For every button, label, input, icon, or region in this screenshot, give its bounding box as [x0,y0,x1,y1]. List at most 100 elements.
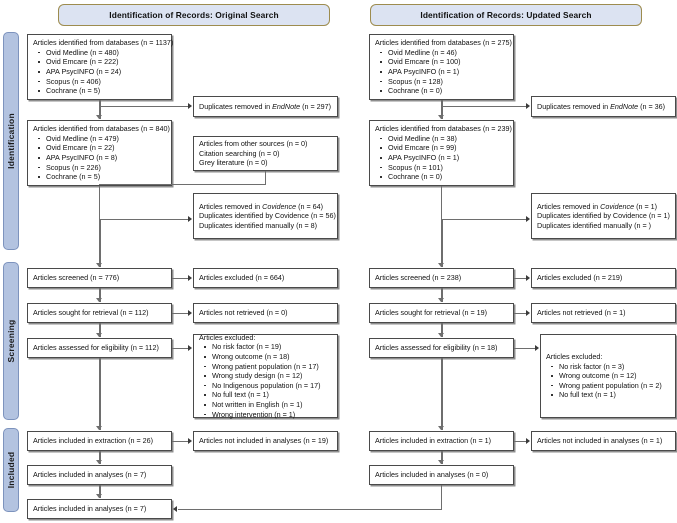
arrow-right [188,103,192,109]
connector-horizontal [99,219,189,220]
arrow-right [188,216,192,222]
box-updated-covidence: Articles removed in Covidence (n = 1) Du… [531,193,676,239]
source-list: Ovid Medline (n = 480) Ovid Emcare (n = … [33,48,166,96]
list-item: APA PsycINFO (n = 8) [33,153,166,163]
list-item: Cochrane (n = 5) [33,86,166,96]
box-text: Articles screened (n = 776) [33,273,120,283]
connector-vertical [441,323,443,337]
arrow-down [438,263,444,267]
connector-vertical [441,100,443,107]
arrow-down [96,115,102,119]
box-updated-excluded-screened: Articles excluded (n = 219) [531,268,676,288]
arrow-down [96,494,102,498]
box-updated-sought: Articles sought for retrieval (n = 19) [369,303,514,323]
box-updated-not-retrieved: Articles not retrieved (n = 1) [531,303,676,323]
connector-vertical [99,451,101,464]
phase-label-identification: Identification [6,113,16,169]
list-item: Ovid Medline (n = 480) [33,48,166,58]
arrow-down [96,460,102,464]
list-item: Wrong patient population (n = 2) [546,381,670,391]
box-text: Articles removed in Covidence (n = 1) [537,201,658,211]
box-text: Duplicates identified by Covidence (n = … [199,211,336,221]
box-updated-extraction: Articles included in extraction (n = 1) [369,431,514,451]
list-item: Not written in English (n = 1) [199,400,332,410]
list-item: No risk factor (n = 19) [199,342,332,352]
box-updated-after-dedup: Articles identified from databases (n = … [369,120,514,186]
box-text: Articles assessed for eligibility (n = 1… [375,343,498,353]
arrow-down [438,426,444,430]
source-list: Ovid Medline (n = 38) Ovid Emcare (n = 9… [375,134,508,182]
arrow-right [526,310,530,316]
list-item: Wrong outcome (n = 12) [546,371,670,381]
box-text: Articles excluded (n = 219) [537,273,623,283]
connector-horizontal [99,106,188,107]
list-item: Cochrane (n = 5) [33,172,166,182]
connector-vertical [441,485,442,509]
arrow-down [438,298,444,302]
box-text: Articles sought for retrieval (n = 19) [375,308,488,318]
box-text: Duplicates identified manually (n = ) [537,220,652,230]
arrow-down [96,333,102,337]
arrow-right [526,216,530,222]
arrow-right [188,275,192,281]
phase-label-included: Included [6,451,16,489]
box-original-sought: Articles sought for retrieval (n = 112) [27,303,172,323]
connector-vertical [441,358,443,430]
column-header-updated-label: Identification of Records: Updated Searc… [420,10,592,20]
box-original-analyses: Articles included in analyses (n = 7) [27,465,172,485]
reason-list: No risk factor (n = 3) Wrong outcome (n … [546,362,670,400]
source-list: Ovid Medline (n = 46) Ovid Emcare (n = 1… [375,48,508,96]
box-text: Grey literature (n = 0) [199,158,268,168]
box-title: Articles excluded: [546,352,603,362]
column-header-original-search: Identification of Records: Original Sear… [58,4,330,26]
box-title: Articles identified from databases (n = … [33,38,174,48]
arrow-down [96,298,102,302]
box-text: Articles included in analyses (n = 7) [33,504,147,514]
connector-vertical [441,451,443,464]
box-updated-analyses: Articles included in analyses (n = 0) [369,465,514,485]
reason-list: No risk factor (n = 19) Wrong outcome (n… [199,342,332,419]
box-text: Articles screened (n = 238) [375,273,462,283]
box-text: Articles sought for retrieval (n = 112) [33,308,149,318]
connector-horizontal [172,313,188,314]
connector-horizontal [172,441,188,442]
box-updated-assessed: Articles assessed for eligibility (n = 1… [369,338,514,358]
connector-horizontal [172,348,188,349]
arrow-down [438,333,444,337]
box-text: Duplicates identified manually (n = 8) [199,220,318,230]
connector-vertical [99,100,101,107]
box-text: Duplicates identified by Covidence (n = … [537,211,670,221]
phase-label-screening: Screening [6,319,16,363]
phase-bar-screening: Screening [3,262,19,420]
arrow-right [526,103,530,109]
box-text: Articles from other sources (n = 0) [199,139,308,149]
arrow-down [96,263,102,267]
box-text: Articles included in analyses (n = 7) [33,470,147,480]
list-item: Wrong patient population (n = 17) [199,362,332,372]
list-item: APA PsycINFO (n = 1) [375,67,508,77]
connector-horizontal [172,278,188,279]
box-text: Articles removed in Covidence (n = 64) [199,201,324,211]
arrow-down [438,115,444,119]
box-text: Articles not retrieved (n = 1) [537,308,626,318]
list-item: Scopus (n = 128) [375,77,508,87]
box-original-not-in-analyses: Articles not included in analyses (n = 1… [193,431,338,451]
source-list: Ovid Medline (n = 479) Ovid Emcare (n = … [33,134,166,182]
list-item: Wrong study design (n = 12) [199,371,332,381]
box-title: Articles identified from databases (n = … [33,124,170,134]
box-original-final-analyses: Articles included in analyses (n = 7) [27,499,172,519]
arrow-right [188,438,192,444]
arrow-right [188,310,192,316]
box-original-assessed: Articles assessed for eligibility (n = 1… [27,338,172,358]
connector-vertical [99,485,101,498]
connector-horizontal [441,106,526,107]
connector-vertical [99,323,101,337]
box-title: Articles identified from databases (n = … [375,124,512,134]
list-item: APA PsycINFO (n = 24) [33,67,166,77]
box-title: Articles excluded: [199,332,256,342]
box-text: Duplicates removed in EndNote (n = 297) [199,101,332,111]
arrow-right [526,438,530,444]
list-item: Ovid Medline (n = 38) [375,134,508,144]
connector-vertical [99,358,101,430]
